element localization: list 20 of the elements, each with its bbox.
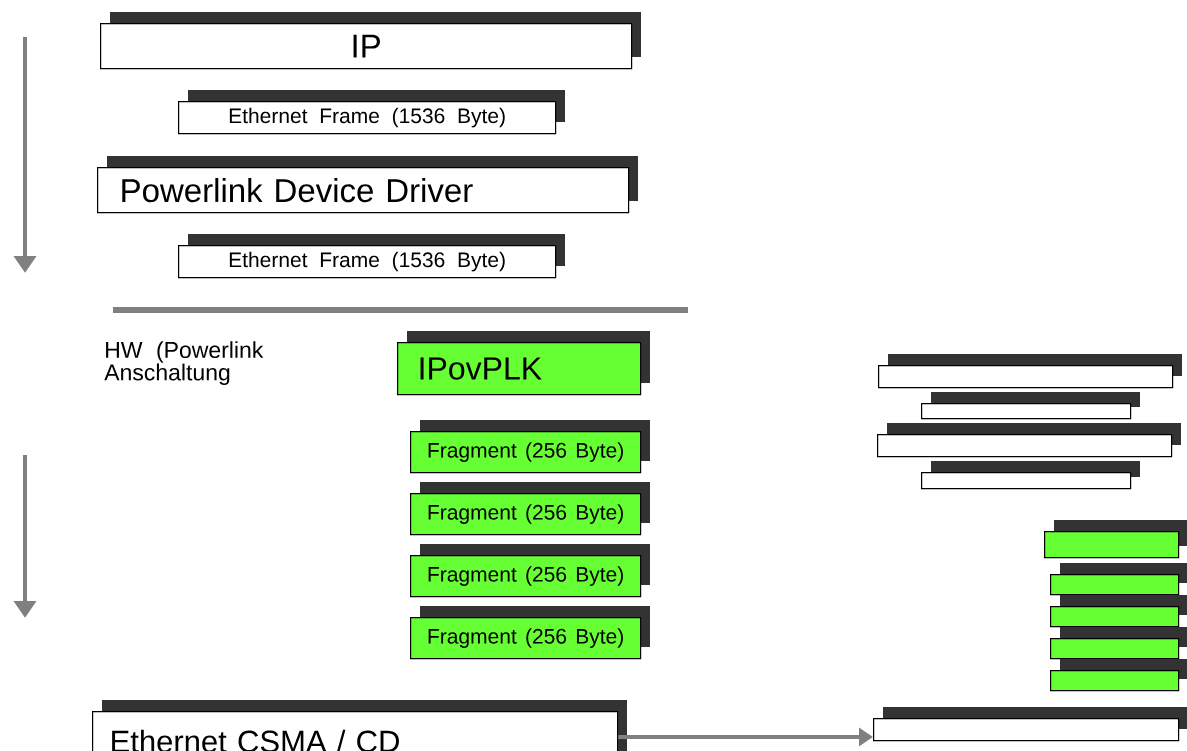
layer-box: Fragment (256 Byte) bbox=[410, 544, 650, 598]
layer-box bbox=[921, 461, 1140, 490]
layer-label: HW (Powerlink Anschaltung bbox=[104, 341, 264, 386]
layer-box: Ethernet Frame (1536 Byte) bbox=[178, 234, 565, 279]
layer-box bbox=[878, 354, 1182, 389]
layer-box bbox=[1044, 520, 1187, 559]
layer-box: Powerlink Device Driver bbox=[97, 156, 638, 214]
layer-box bbox=[877, 423, 1181, 458]
layer-box bbox=[1050, 595, 1187, 628]
layer-box bbox=[873, 707, 1187, 742]
layer-box: IPovPLK bbox=[397, 331, 650, 396]
layer-box: Ethernet Frame (1536 Byte) bbox=[178, 90, 565, 135]
layer-box bbox=[1050, 659, 1187, 692]
layer-box: Fragment (256 Byte) bbox=[410, 420, 650, 474]
layer-box: IP bbox=[100, 12, 641, 70]
layer-box bbox=[1050, 627, 1187, 660]
layer-box bbox=[921, 392, 1140, 420]
layer-box bbox=[1050, 563, 1187, 596]
layer-box: Fragment (256 Byte) bbox=[410, 606, 650, 660]
layer-box: Fragment (256 Byte) bbox=[410, 482, 650, 536]
